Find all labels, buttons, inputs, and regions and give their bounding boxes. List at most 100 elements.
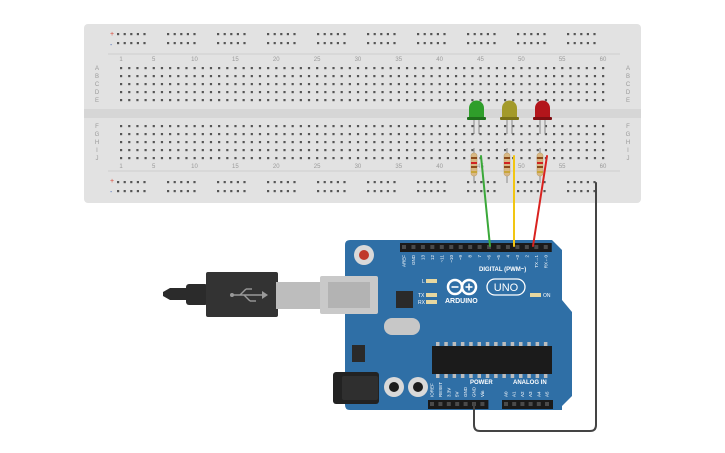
breadboard-hole[interactable] <box>405 125 409 128</box>
breadboard-hole[interactable] <box>267 42 270 45</box>
breadboard-hole[interactable] <box>487 149 490 152</box>
breadboard-hole[interactable] <box>454 141 458 144</box>
breadboard-hole[interactable] <box>585 125 588 128</box>
green-wire[interactable] <box>480 155 491 247</box>
breadboard-hole[interactable] <box>577 125 580 128</box>
breadboard-hole[interactable] <box>479 141 482 144</box>
breadboard-hole[interactable] <box>177 125 180 128</box>
breadboard-hole[interactable] <box>273 181 276 184</box>
breadboard-hole[interactable] <box>324 75 327 78</box>
breadboard-hole[interactable] <box>503 83 507 86</box>
breadboard-hole[interactable] <box>201 91 204 94</box>
breadboard-hole[interactable] <box>438 125 441 128</box>
breadboard-hole[interactable] <box>586 33 589 36</box>
breadboard-hole[interactable] <box>223 42 226 45</box>
breadboard-hole[interactable] <box>422 125 425 128</box>
breadboard-hole[interactable] <box>430 83 433 86</box>
breadboard-hole[interactable] <box>185 99 188 102</box>
breadboard-hole[interactable] <box>242 149 245 152</box>
breadboard-hole[interactable] <box>152 125 155 128</box>
breadboard-hole[interactable] <box>479 75 482 78</box>
breadboard-hole[interactable] <box>120 157 123 160</box>
breadboard-hole[interactable] <box>503 125 507 128</box>
breadboard-hole[interactable] <box>536 33 539 36</box>
breadboard-hole[interactable] <box>160 83 164 86</box>
breadboard-hole[interactable] <box>316 149 319 152</box>
breadboard-hole[interactable] <box>436 42 439 45</box>
usb-cable[interactable] <box>163 272 320 317</box>
breadboard-hole[interactable] <box>577 75 580 78</box>
breadboard-hole[interactable] <box>438 133 441 136</box>
breadboard-hole[interactable] <box>602 67 605 70</box>
breadboard-hole[interactable] <box>586 190 589 193</box>
breadboard-hole[interactable] <box>487 125 490 128</box>
breadboard-hole[interactable] <box>367 190 370 193</box>
breadboard-hole[interactable] <box>136 133 139 136</box>
breadboard-hole[interactable] <box>143 190 146 193</box>
breadboard-hole[interactable] <box>217 42 220 45</box>
breadboard-hole[interactable] <box>593 125 597 128</box>
breadboard-hole[interactable] <box>242 67 245 70</box>
breadboard-hole[interactable] <box>414 75 417 78</box>
breadboard-hole[interactable] <box>242 75 245 78</box>
breadboard-hole[interactable] <box>373 190 376 193</box>
breadboard-hole[interactable] <box>430 157 433 160</box>
breadboard-hole[interactable] <box>332 125 335 128</box>
breadboard-hole[interactable] <box>365 141 368 144</box>
breadboard-hole[interactable] <box>167 42 170 45</box>
breadboard-hole[interactable] <box>573 190 576 193</box>
breadboard-hole[interactable] <box>417 33 420 36</box>
breadboard-hole[interactable] <box>218 83 221 86</box>
breadboard-hole[interactable] <box>523 190 526 193</box>
breadboard-hole[interactable] <box>467 33 470 36</box>
breadboard-hole[interactable] <box>536 190 539 193</box>
breadboard-hole[interactable] <box>226 67 229 70</box>
breadboard-hole[interactable] <box>446 133 449 136</box>
breadboard-hole[interactable] <box>373 157 376 160</box>
breadboard-hole[interactable] <box>291 99 294 102</box>
breadboard-hole[interactable] <box>356 99 360 102</box>
breadboard-hole[interactable] <box>144 91 147 94</box>
breadboard-hole[interactable] <box>523 181 526 184</box>
header-pin[interactable] <box>480 402 485 406</box>
breadboard-hole[interactable] <box>530 181 533 184</box>
breadboard-hole[interactable] <box>602 83 605 86</box>
breadboard-hole[interactable] <box>258 67 262 70</box>
breadboard-hole[interactable] <box>365 67 368 70</box>
header-pin[interactable] <box>430 402 434 406</box>
breadboard-hole[interactable] <box>348 75 351 78</box>
breadboard-hole[interactable] <box>280 181 283 184</box>
breadboard-hole[interactable] <box>201 133 204 136</box>
breadboard-hole[interactable] <box>330 181 333 184</box>
breadboard-hole[interactable] <box>316 133 319 136</box>
breadboard-hole[interactable] <box>120 83 123 86</box>
breadboard-hole[interactable] <box>544 83 548 86</box>
breadboard-hole[interactable] <box>267 133 270 136</box>
breadboard-hole[interactable] <box>422 99 425 102</box>
breadboard-hole[interactable] <box>585 99 588 102</box>
breadboard-hole[interactable] <box>380 190 383 193</box>
breadboard-hole[interactable] <box>234 67 237 70</box>
breadboard-hole[interactable] <box>299 99 302 102</box>
breadboard-hole[interactable] <box>367 181 370 184</box>
breadboard-hole[interactable] <box>343 190 346 193</box>
header-pin[interactable] <box>487 245 492 249</box>
breadboard-hole[interactable] <box>177 83 180 86</box>
breadboard-hole[interactable] <box>463 149 466 152</box>
breadboard-hole[interactable] <box>423 42 426 45</box>
breadboard-hole[interactable] <box>454 133 458 136</box>
breadboard-hole[interactable] <box>373 91 376 94</box>
breadboard-hole[interactable] <box>258 125 262 128</box>
breadboard-hole[interactable] <box>567 190 570 193</box>
breadboard-hole[interactable] <box>185 67 188 70</box>
breadboard-hole[interactable] <box>593 91 597 94</box>
breadboard-hole[interactable] <box>467 181 470 184</box>
breadboard-hole[interactable] <box>471 75 474 78</box>
breadboard-hole[interactable] <box>299 67 302 70</box>
breadboard-hole[interactable] <box>267 141 270 144</box>
breadboard-hole[interactable] <box>275 133 278 136</box>
breadboard-hole[interactable] <box>438 91 441 94</box>
breadboard-hole[interactable] <box>536 125 539 128</box>
breadboard-hole[interactable] <box>234 141 237 144</box>
breadboard-hole[interactable] <box>356 83 360 86</box>
